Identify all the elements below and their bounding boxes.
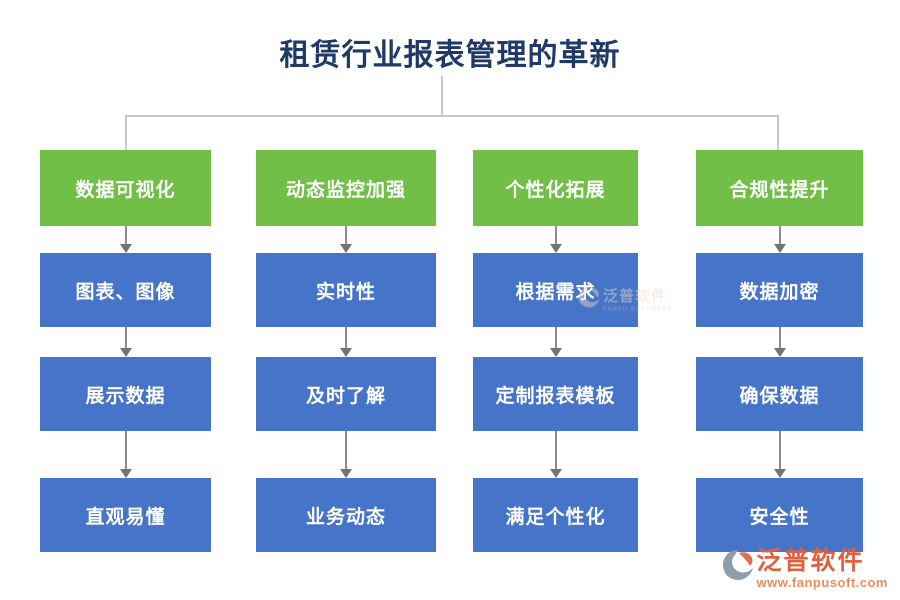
flow-node: 满足个性化 [473,478,638,552]
column-compliance: 合规性提升 数据加密 确保数据 安全性 [696,150,863,554]
down-arrow-icon [119,431,132,478]
logo-name: 泛普软件 [756,547,865,575]
flow-node: 图表、图像 [40,253,211,327]
down-arrow-icon [340,226,352,253]
down-arrow-icon [119,327,132,357]
fanpu-logo-icon [723,550,754,580]
connector-drop-right [777,115,779,151]
logo-url: www.fanpusoft.com [756,575,888,590]
connector-drop-left [125,115,127,151]
down-arrow-icon [119,226,132,253]
down-arrow-icon [549,226,562,253]
flow-node: 安全性 [696,478,863,552]
down-arrow-icon [549,431,562,478]
down-arrow-icon [340,431,352,478]
connector-horizontal [125,115,779,117]
column-data-visualization: 数据可视化 图表、图像 展示数据 直观易懂 [40,150,211,554]
column-personalization: 个性化拓展 根据需求 定制报表模板 满足个性化 [473,150,638,554]
down-arrow-icon [773,431,786,478]
flow-node: 根据需求 [473,253,638,327]
column-dynamic-monitoring: 动态监控加强 实时性 及时了解 业务动态 [256,150,436,554]
down-arrow-icon [549,327,562,357]
column-header: 数据可视化 [40,150,211,226]
page-title: 租赁行业报表管理的革新 [279,39,621,72]
connector-title-stem [441,76,443,116]
flow-node: 直观易懂 [40,478,211,552]
flow-node: 数据加密 [696,253,863,327]
column-header: 个性化拓展 [473,150,638,226]
flow-node: 定制报表模板 [473,357,638,431]
down-arrow-icon [340,327,352,357]
flow-node: 业务动态 [256,478,436,552]
flow-node: 展示数据 [40,357,211,431]
flow-node: 实时性 [256,253,436,327]
flow-node: 及时了解 [256,357,436,431]
down-arrow-icon [773,327,786,357]
fanpu-logo: 泛普软件 www.fanpusoft.com [722,548,888,590]
column-header: 动态监控加强 [256,150,436,226]
down-arrow-icon [773,226,786,253]
column-header: 合规性提升 [696,150,863,226]
flow-node: 确保数据 [696,357,863,431]
